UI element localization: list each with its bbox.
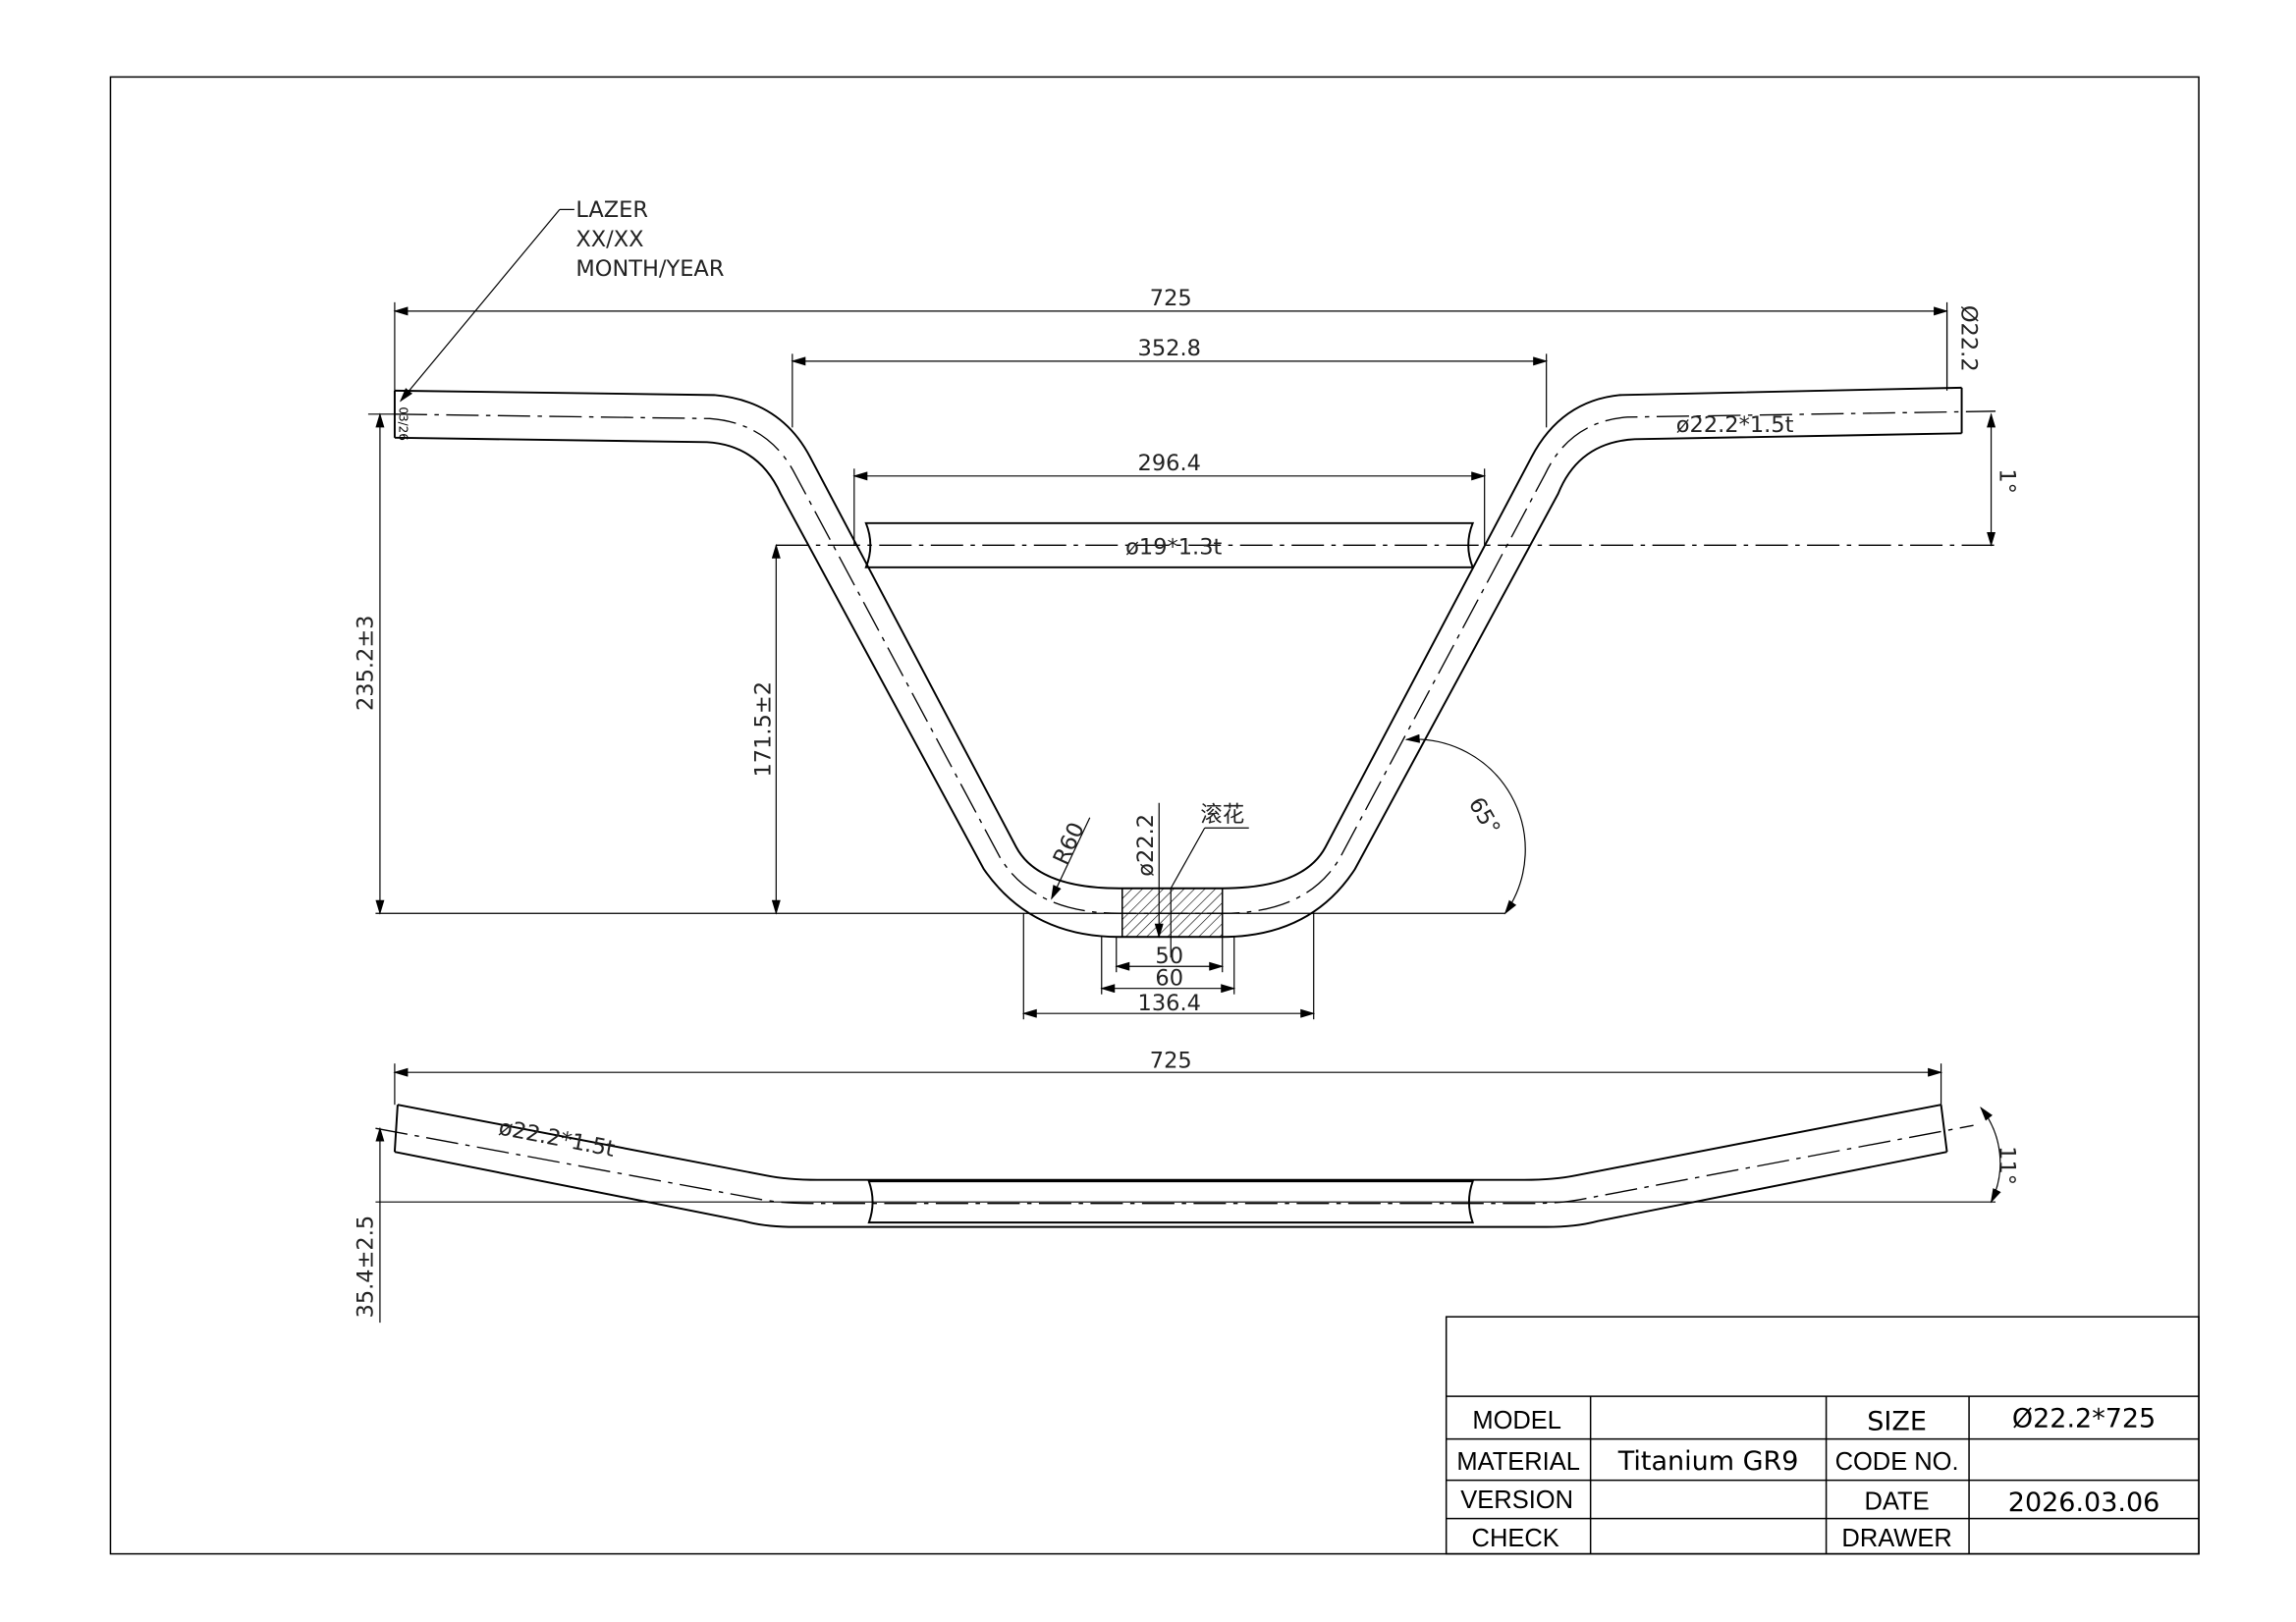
label-knurling: 滚花 bbox=[1200, 802, 1244, 828]
dim-knurl-width: 50 bbox=[1155, 944, 1183, 969]
label-grip-tube: ø22.2*1.5t bbox=[1676, 412, 1794, 438]
label-crossbar-tube: ø19*1.3t bbox=[1125, 534, 1222, 560]
dim-crossbar-height: 171.5±2 bbox=[750, 681, 776, 778]
tb-code-label: CODE NO. bbox=[1835, 1448, 1959, 1476]
dim-grip-angle: 1° bbox=[1995, 468, 2020, 494]
knurled-section bbox=[1121, 887, 1224, 938]
dim-total-height: 235.2±3 bbox=[353, 616, 378, 712]
dim-overall-width: 725 bbox=[1150, 286, 1192, 311]
title-block: MODEL SIZE Ø22.2*725 MATERIAL Titanium G… bbox=[1445, 1316, 2200, 1555]
tb-model-label: MODEL bbox=[1472, 1407, 1561, 1434]
dim-center-width: 136.4 bbox=[1138, 991, 1201, 1016]
crossbar bbox=[864, 521, 1475, 568]
sheet-border bbox=[109, 76, 2200, 1555]
tb-date-value: 2026.03.06 bbox=[2008, 1487, 2160, 1518]
handlebar-outer-edge bbox=[394, 386, 1962, 890]
dim-grip-diameter: Ø22.2 bbox=[1956, 305, 1982, 372]
side-dim-sweep-angle: 11° bbox=[1995, 1146, 2020, 1185]
laser-mark-line-2: XX/XX bbox=[575, 227, 643, 252]
tb-drawer-label: DRAWER bbox=[1841, 1525, 1951, 1552]
tb-size-label: SIZE bbox=[1867, 1407, 1927, 1437]
laser-mark-line-3: MONTH/YEAR bbox=[575, 256, 724, 282]
side-label-tube: ø22.2*1.5t bbox=[497, 1115, 618, 1162]
side-dim-overall-width: 725 bbox=[1150, 1049, 1192, 1074]
tb-date-label: DATE bbox=[1865, 1488, 1930, 1516]
dim-bend-radius: R60 bbox=[1049, 819, 1090, 869]
side-tube-bottom-edge bbox=[394, 1151, 1947, 1228]
dim-upper-width: 352.8 bbox=[1138, 336, 1201, 361]
dim-clamp-diameter: ø22.2 bbox=[1133, 814, 1159, 877]
tb-material-label: MATERIAL bbox=[1456, 1448, 1580, 1476]
tb-version-label: VERSION bbox=[1460, 1487, 1573, 1514]
side-view: 725 ø22.2*1.5t 11° 35.4±2.5 bbox=[353, 1049, 2020, 1324]
tb-check-label: CHECK bbox=[1472, 1525, 1559, 1552]
side-tube-top-edge bbox=[397, 1104, 1941, 1181]
laser-mark-line-1: LAZER bbox=[575, 197, 648, 223]
top-view: 725 352.8 296.4 ø19*1.3t ø22.2*1.5t Ø22.… bbox=[353, 197, 2020, 1020]
handlebar-centerline bbox=[394, 410, 1996, 914]
laser-mark-sample: 03/26 bbox=[396, 406, 410, 441]
dim-clamp-width: 60 bbox=[1155, 966, 1183, 992]
tb-material-value: Titanium GR9 bbox=[1617, 1446, 1799, 1477]
tb-size-value: Ø22.2*725 bbox=[2012, 1404, 2156, 1434]
side-dim-rise: 35.4±2.5 bbox=[353, 1216, 378, 1319]
dim-crossbar-width: 296.4 bbox=[1138, 451, 1201, 476]
dim-bend-angle: 65° bbox=[1463, 793, 1504, 840]
handlebar-inner-edge bbox=[394, 432, 1962, 939]
